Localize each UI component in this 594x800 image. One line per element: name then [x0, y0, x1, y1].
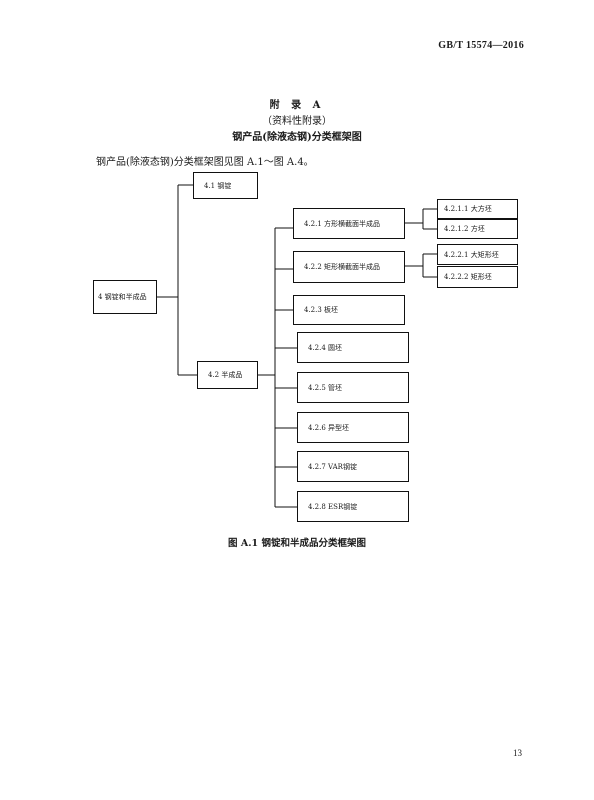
page-number: 13 [513, 748, 522, 758]
node-4-2-8: 4.2.8 ESR钢锭 [297, 491, 409, 522]
node-4-2-1-1: 4.2.1.1 大方坯 [437, 199, 518, 219]
annex-type: （资料性附录） [262, 116, 332, 127]
standard-code: GB/T 15574—2016 [438, 40, 524, 51]
node-4-2-7: 4.2.7 VAR钢锭 [297, 451, 409, 482]
node-4-2-1: 4.2.1 方形横截面半成品 [293, 208, 405, 239]
figure-caption: 图 A.1 钢锭和半成品分类框架图 [228, 538, 366, 549]
root-node: 4 钢锭和半成品 [93, 280, 157, 314]
connector-lines [157, 184, 437, 508]
node-4-2: 4.2 半成品 [197, 361, 258, 389]
node-4-2-5: 4.2.5 管坯 [297, 372, 409, 403]
node-4-2-4: 4.2.4 圆坯 [297, 332, 409, 363]
node-4-2-6: 4.2.6 异型坯 [297, 412, 409, 443]
node-4-2-3: 4.2.3 板坯 [293, 295, 405, 325]
classification-diagram: 4 钢锭和半成品 4.1 钢锭 4.2 半成品 4.2.1 方形横截面半成品 4… [93, 172, 518, 522]
node-4-1: 4.1 钢锭 [193, 172, 258, 199]
annex-name: 钢产品(除液态钢)分类框架图 [232, 132, 362, 143]
node-4-2-2-1: 4.2.2.1 大矩形坯 [437, 244, 518, 265]
node-4-2-2: 4.2.2 矩形横截面半成品 [293, 251, 405, 283]
node-4-2-1-2: 4.2.1.2 方坯 [437, 219, 518, 239]
intro-paragraph: 钢产品(除液态钢)分类框架图见图 A.1～图 A.4。 [96, 157, 314, 168]
annex-title: 附 录 A [269, 100, 325, 111]
node-4-2-2-2: 4.2.2.2 矩形坯 [437, 266, 518, 288]
